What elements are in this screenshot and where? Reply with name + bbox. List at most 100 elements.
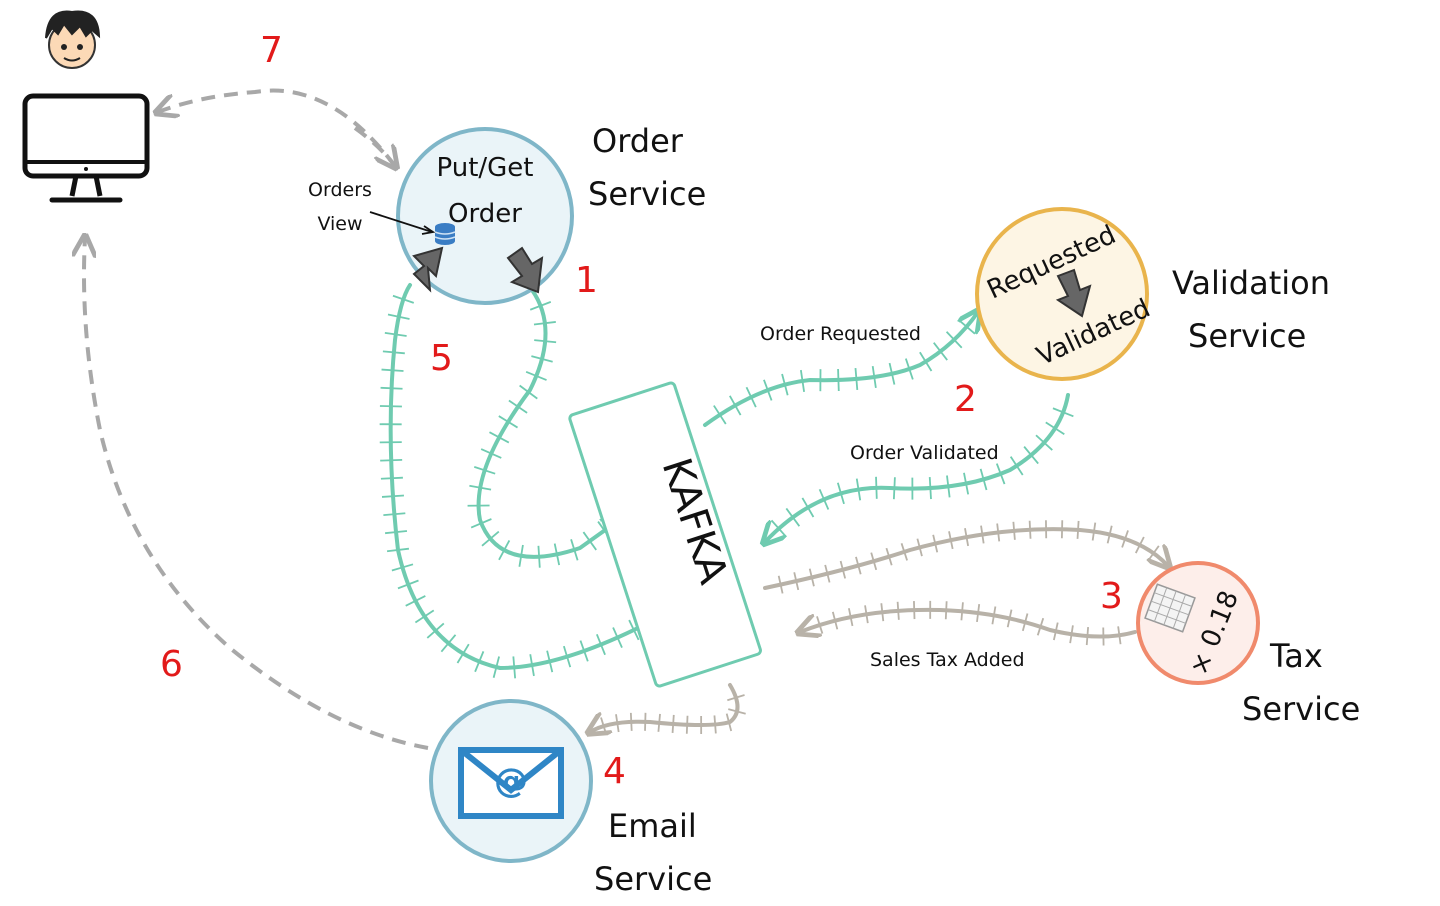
email-service-label-line1: Email <box>608 807 697 845</box>
stream-kafka-to-email-tick <box>725 713 733 732</box>
step-number-1: 1 <box>575 260 598 301</box>
stream-kafka-to-orders-view-tick <box>383 512 406 516</box>
email-at-symbol: @ <box>494 761 528 801</box>
stream-kafka-to-email-tick <box>685 715 689 734</box>
stream-kafka-to-tax-tick <box>964 528 970 547</box>
stream-kafka-to-orders-view-tick <box>628 619 640 641</box>
database-icon <box>434 223 456 245</box>
stream-tax-to-kafka-tick <box>1006 609 1013 628</box>
stream-kafka-to-tax-tick <box>1012 521 1016 540</box>
stream-order-to-kafka-tick <box>553 543 561 566</box>
stream-tax-to-kafka-tick <box>1117 626 1122 645</box>
stream-order-to-kafka-tick <box>525 371 547 381</box>
stream-tax-to-kafka-tick <box>1021 613 1029 632</box>
order-service-label-line2: Service <box>588 175 706 213</box>
spreadsheet-icon <box>1144 583 1196 633</box>
email-service: @ <box>429 699 593 863</box>
stream-kafka-to-tax-tick <box>793 572 800 591</box>
stream-kafka-to-tax-tick <box>808 568 815 587</box>
stream-tax-to-kafka-tick <box>1069 625 1074 644</box>
stream-kafka-to-tax-tick <box>900 543 908 561</box>
stream-order-to-kafka-tick <box>470 518 492 529</box>
stream-kafka-to-email-tick <box>629 712 633 731</box>
stream-kafka-to-validation-tick <box>713 405 727 425</box>
stream-kafka-to-orders-view-tick <box>474 651 485 673</box>
step-number-3: 3 <box>1100 576 1123 617</box>
stream-validation-to-kafka-tick <box>1045 421 1065 436</box>
stream-kafka-to-tax-tick <box>777 575 784 594</box>
stream-kafka-to-email-tick <box>600 717 608 735</box>
stream-kafka-to-tax-tick <box>824 564 831 583</box>
stream-tax-to-kafka-tick <box>944 601 948 620</box>
tax-streams <box>590 520 1168 734</box>
stream-kafka-to-tax <box>763 527 1168 590</box>
stream-tax-to-kafka-tick <box>960 602 964 621</box>
order-service-inner-line2: Order <box>448 199 522 229</box>
stream-order-to-kafka-tick <box>519 384 538 400</box>
stream-kafka-to-tax-tick <box>948 531 954 550</box>
computer-monitor-icon <box>22 93 150 203</box>
kafka-streams <box>379 283 1074 679</box>
stream-order-to-kafka-tick <box>570 539 579 561</box>
stream-kafka-to-validation-tick <box>957 318 976 335</box>
stream-kafka-to-orders-view-tick <box>380 476 403 480</box>
stream-kafka-to-tax-tick <box>1106 525 1113 544</box>
stream-order-to-kafka-tick <box>508 399 528 414</box>
stream-kafka-to-orders-view-tick <box>386 547 410 553</box>
stream-validation-to-kafka-tick <box>801 497 815 518</box>
stream-order-to-kafka-tick <box>531 355 553 363</box>
stream-kafka-to-orders-view-tick <box>546 650 554 673</box>
stream-kafka-to-validation-tick <box>904 358 914 380</box>
stream-tax-to-kafka-tick <box>1052 622 1059 641</box>
stream-kafka-to-tax-tick <box>916 538 923 557</box>
validation-service: Requested Validated <box>975 207 1155 381</box>
stream-order-to-kafka-tick <box>529 301 552 311</box>
stream-tax-to-kafka-tick <box>991 606 997 625</box>
stream-validation-to-kafka-tick <box>1009 456 1024 476</box>
tax-service: × 0.18 <box>1136 561 1260 685</box>
stream-validation-to-kafka-tick <box>892 477 896 500</box>
stream-validation-to-kafka-tick <box>1023 446 1039 465</box>
stream-kafka-to-orders-view-tick <box>579 640 589 662</box>
email-service-label-line2: Service <box>594 860 712 898</box>
stream-kafka-to-tax-tick <box>870 552 878 571</box>
stream-validation-to-kafka <box>765 393 1070 542</box>
stream-order-to-kafka-tick <box>537 545 541 568</box>
stream-kafka-to-orders-view-tick <box>426 622 445 639</box>
stream-kafka-to-orders-view-tick <box>529 654 535 677</box>
stream-kafka-to-tax-tick <box>839 560 847 579</box>
stream-validation-to-kafka-tick <box>928 477 932 500</box>
stream-kafka-to-tax-tick <box>1076 520 1080 539</box>
stream-order-to-kafka-tick <box>469 484 492 491</box>
stream-order-to-kafka-tick <box>534 339 557 344</box>
stream-tax-to-kafka-tick <box>880 603 885 622</box>
stream-kafka-to-tax-tick <box>1147 545 1160 562</box>
stream-kafka-to-validation-tick <box>871 365 877 389</box>
stream-order-to-kafka-tick <box>481 530 500 547</box>
stream-order-to-kafka-tick <box>498 415 519 429</box>
order-service: Put/Get Order <box>369 127 574 305</box>
stream-validation-to-kafka-tick <box>855 478 862 501</box>
stream-kafka-to-validation <box>703 312 978 427</box>
stream-kafka-to-validation-tick <box>919 351 933 372</box>
order-service-out-arrow-icon <box>506 246 544 294</box>
stream-kafka-to-orders-view-tick <box>512 656 517 679</box>
stream-tax-to-kafka-tick <box>864 605 869 624</box>
stream-tax-to-kafka <box>800 607 1137 639</box>
stream-kafka-to-email-tick <box>713 715 717 734</box>
stream-validation-to-kafka-tick <box>785 507 801 527</box>
stream-kafka-to-orders-view-tick <box>382 350 405 355</box>
validation-service-label-line1: Validation <box>1172 264 1330 302</box>
validation-service-label-line2: Service <box>1188 317 1306 355</box>
event-label-order-requested: Order Requested <box>760 323 921 345</box>
stream-validation-to-kafka-tick <box>946 475 951 498</box>
order-service-in-arrow-icon <box>412 246 444 293</box>
stream-kafka-to-validation-tick <box>837 368 840 392</box>
stream-kafka-to-validation-tick <box>745 386 757 408</box>
stream-kafka-to-email-tick <box>657 713 661 732</box>
stream-kafka-to-orders-view-tick <box>456 643 470 664</box>
stream-kafka-to-orders-view-tick <box>384 530 408 535</box>
tax-service-label-line1: Tax <box>1269 637 1323 675</box>
flow-7-arrow-head-order <box>353 126 395 166</box>
stream-validation-to-kafka-tick <box>875 476 878 499</box>
